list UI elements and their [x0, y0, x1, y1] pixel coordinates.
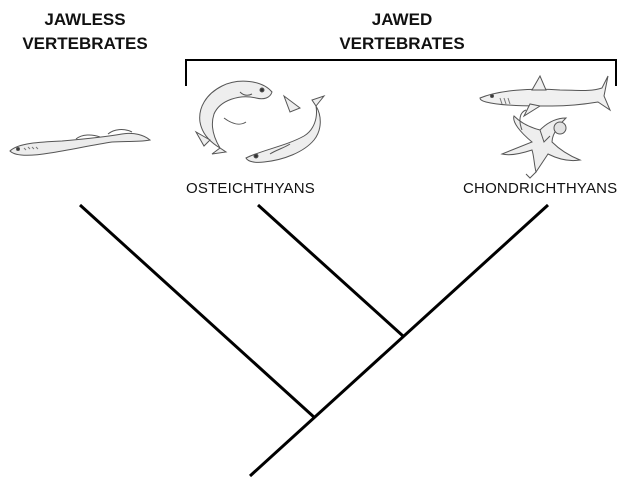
- jawless-vertebrates-heading: JAWLESS VERTEBRATES: [20, 8, 150, 56]
- jawless-branch: [78, 203, 317, 420]
- osteichthyans-branch: [256, 203, 405, 338]
- jawless-heading-line-1: JAWLESS: [44, 10, 126, 29]
- root-branch: [248, 203, 550, 478]
- jawed-heading-line-2: VERTEBRATES: [339, 34, 465, 53]
- lamprey-illustration: [9, 129, 152, 156]
- jawed-heading-line-1: JAWED: [371, 10, 433, 29]
- ray-illustration: [500, 109, 582, 179]
- osteichthyans-label: OSTEICHTHYANS: [186, 180, 316, 197]
- chondrichthyans-label: CHONDRICHTHYANS: [463, 180, 618, 197]
- jawed-bracket: [185, 59, 617, 86]
- jawed-vertebrates-heading: JAWED VERTEBRATES: [332, 8, 472, 56]
- shark-illustration: [479, 74, 612, 118]
- bony-fish-illustration: [194, 80, 326, 163]
- jawless-heading-line-2: VERTEBRATES: [22, 34, 148, 53]
